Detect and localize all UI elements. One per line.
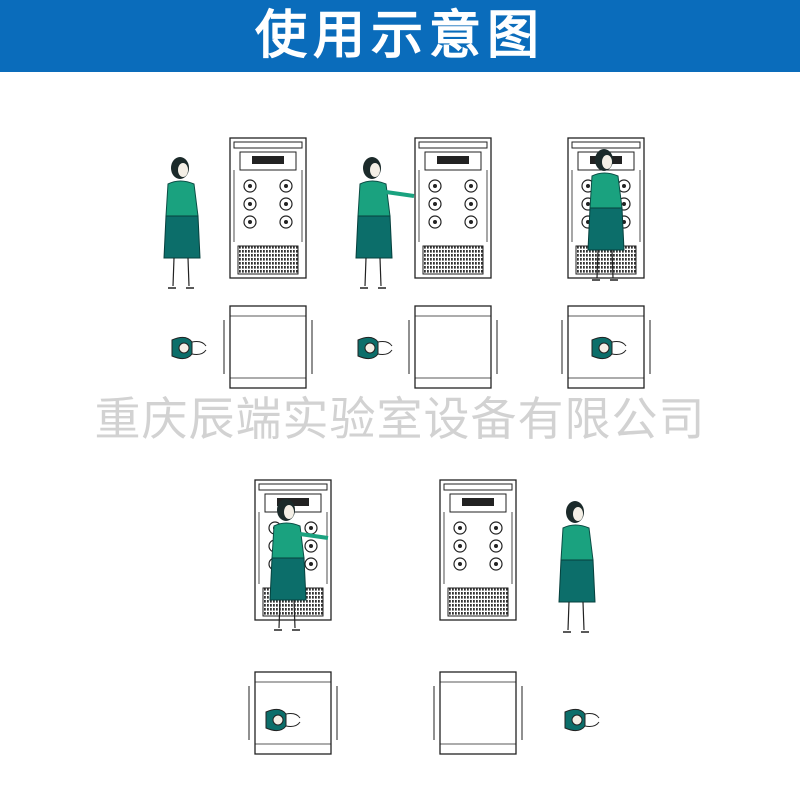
person-waiting-icon xyxy=(163,156,201,289)
step-2-front-view xyxy=(355,137,492,289)
step-1-top-view xyxy=(171,305,313,389)
step-2-top-view xyxy=(357,305,498,389)
step-3-top-view xyxy=(561,305,651,389)
title-banner xyxy=(0,0,800,72)
person-leaving-icon xyxy=(558,500,596,633)
person-exit-icon xyxy=(269,498,329,631)
step-4-top-view xyxy=(248,671,338,755)
person-pressing-icon xyxy=(355,156,415,289)
step-4-front-view xyxy=(254,479,332,631)
step-5-top-view xyxy=(433,671,600,755)
company-watermark: 重庆辰端实验室设备有限公司 xyxy=(94,392,706,446)
step-3-front-view xyxy=(567,137,645,281)
page-title: 使用示意图 xyxy=(254,6,545,66)
step-1-front-view xyxy=(163,137,307,289)
step-5-front-view xyxy=(439,479,596,633)
